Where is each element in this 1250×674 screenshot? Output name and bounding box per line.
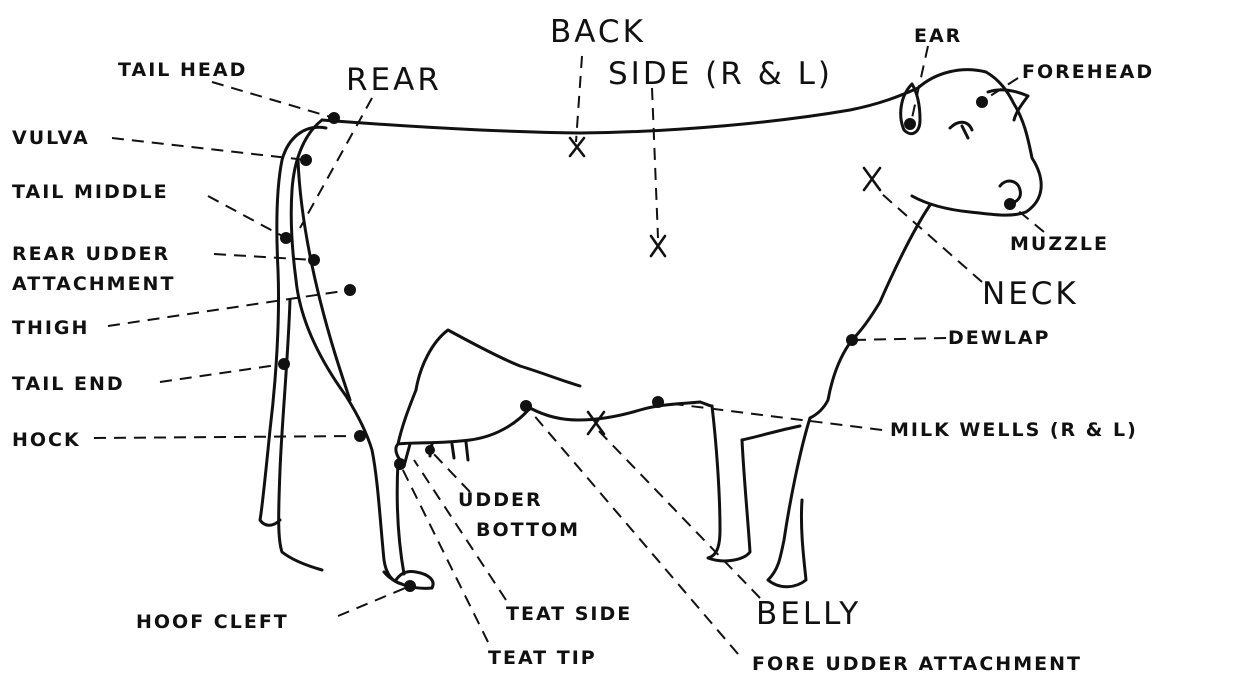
point-muzzle	[1004, 198, 1016, 210]
cow-flank-curve	[416, 330, 580, 390]
point-udder-bottom	[425, 445, 435, 455]
label-udder-bottom-line2: BOTTOM	[476, 519, 580, 541]
x-markers	[570, 138, 880, 434]
leader-vulva	[112, 138, 306, 160]
leader-belly	[596, 428, 760, 598]
cow-outline	[260, 70, 1041, 589]
cow-eye	[950, 122, 972, 138]
label-ear: EAR	[914, 25, 962, 47]
leader-hock	[94, 436, 358, 438]
cow-udder	[396, 408, 530, 462]
label-fore-udder-attachment: FORE UDDER ATTACHMENT	[752, 653, 1082, 674]
label-thigh: THIGH	[12, 317, 89, 339]
point-thigh	[344, 284, 356, 296]
label-udder-bottom-line1: UDDER	[458, 489, 543, 511]
leader-tail-end	[160, 364, 284, 382]
point-tail-middle	[280, 232, 292, 244]
label-teat-tip: TEAT TIP	[488, 647, 597, 669]
point-markers	[278, 96, 1016, 592]
label-vulva: VULVA	[12, 127, 90, 149]
leader-thigh	[108, 290, 350, 326]
point-teat-tip	[394, 458, 406, 470]
leader-udder-bottom	[430, 450, 470, 492]
cow-neck-underline	[810, 205, 930, 418]
point-tail-end	[278, 358, 290, 370]
cow-rear-leg-inner	[397, 390, 416, 574]
label-teat-side: TEAT SIDE	[506, 603, 632, 625]
cow-front-leg-far	[708, 406, 750, 561]
label-tail-end: TAIL END	[12, 373, 125, 395]
leader-dewlap	[852, 338, 946, 340]
leader-forehead	[984, 78, 1018, 100]
leader-back	[576, 56, 582, 142]
leader-tail-middle	[208, 196, 286, 238]
point-vulva	[300, 154, 312, 166]
point-rear-udder-attachment	[308, 254, 320, 266]
x-mark-side	[651, 236, 665, 256]
labels: BACK SIDE (R & L) REAR EAR FOREHEAD TAIL…	[12, 14, 1154, 674]
label-tail-middle: TAIL MIDDLE	[12, 181, 169, 203]
point-dewlap	[846, 334, 858, 346]
point-hoof-cleft	[404, 580, 416, 592]
x-mark-belly	[588, 412, 604, 434]
label-rear-udder-attachment-line2: ATTACHMENT	[12, 273, 175, 295]
label-neck: NECK	[982, 276, 1079, 312]
leader-muzzle	[1010, 204, 1044, 232]
point-forehead	[976, 96, 988, 108]
label-rear: REAR	[346, 62, 442, 98]
label-side: SIDE (R & L)	[608, 56, 833, 92]
cow-teats	[404, 442, 468, 466]
point-hock	[354, 430, 366, 442]
point-tail-head	[328, 112, 340, 124]
cow-front-leg-gap	[742, 426, 800, 440]
leader-tail-head	[212, 82, 334, 118]
leader-side	[652, 88, 658, 238]
label-tail-head: TAIL HEAD	[118, 59, 247, 81]
cow-elbow	[700, 402, 712, 406]
label-belly: BELLY	[756, 596, 861, 632]
label-back: BACK	[550, 14, 646, 50]
cow-rear-thigh	[291, 120, 402, 584]
point-ear	[904, 118, 916, 130]
leader-rear-udder	[214, 254, 314, 260]
label-rear-udder-attachment-line1: REAR UDDER	[12, 243, 170, 265]
label-hock: HOCK	[12, 429, 81, 451]
point-milk-wells	[652, 396, 664, 408]
cow-far-rear-leg	[279, 300, 322, 570]
label-muzzle: MUZZLE	[1010, 233, 1109, 255]
x-mark-neck	[864, 168, 880, 190]
label-milk-wells: MILK WELLS (R & L)	[890, 419, 1138, 441]
leader-neck	[882, 194, 982, 282]
label-dewlap: DEWLAP	[948, 327, 1050, 349]
point-fore-udder-attachment	[520, 400, 532, 412]
cow-front-leg-near	[768, 418, 810, 587]
label-forehead: FOREHEAD	[1022, 61, 1154, 83]
leader-hoof-cleft	[338, 586, 410, 616]
leader-milk-wells	[658, 402, 882, 430]
label-hoof-cleft: HOOF CLEFT	[136, 611, 289, 633]
